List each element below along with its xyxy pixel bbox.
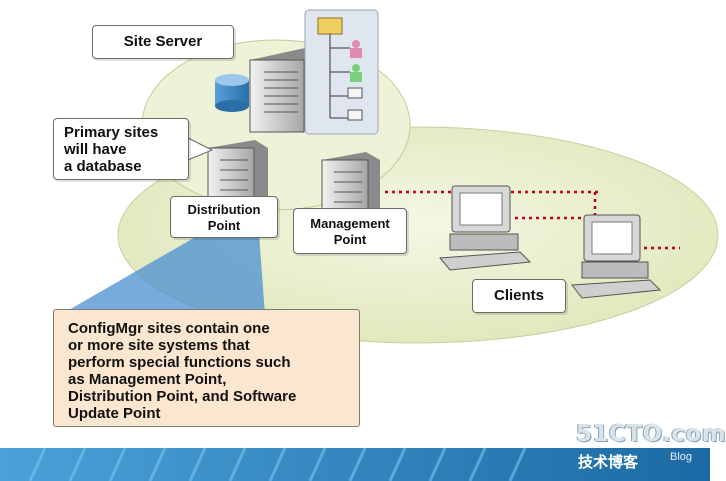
distribution-point-label: Distribution Point xyxy=(170,196,278,238)
site-server-label: Site Server xyxy=(92,25,234,59)
site-server-icon xyxy=(249,48,318,133)
watermark-subtitle: 技术博客 xyxy=(578,454,639,471)
distribution-point-server-icon xyxy=(207,140,268,211)
callout-beam xyxy=(60,220,265,315)
footer-stripes xyxy=(28,447,527,481)
client-computer-icon xyxy=(571,214,662,299)
watermark-blog: Blog xyxy=(670,451,693,463)
database-cylinder-icon xyxy=(215,74,249,112)
clients-label: Clients xyxy=(472,279,566,313)
client-computer-icon xyxy=(438,185,532,271)
watermark-logo: 51CTO.com xyxy=(576,421,726,447)
primary-sites-callout: Primary sites will have a database xyxy=(53,118,189,180)
diagram-canvas xyxy=(0,9,719,481)
site-systems-info-box: ConfigMgr sites contain one or more site… xyxy=(53,309,360,427)
hierarchy-tree-icon xyxy=(304,9,379,135)
management-point-label: Management Point xyxy=(293,208,407,254)
